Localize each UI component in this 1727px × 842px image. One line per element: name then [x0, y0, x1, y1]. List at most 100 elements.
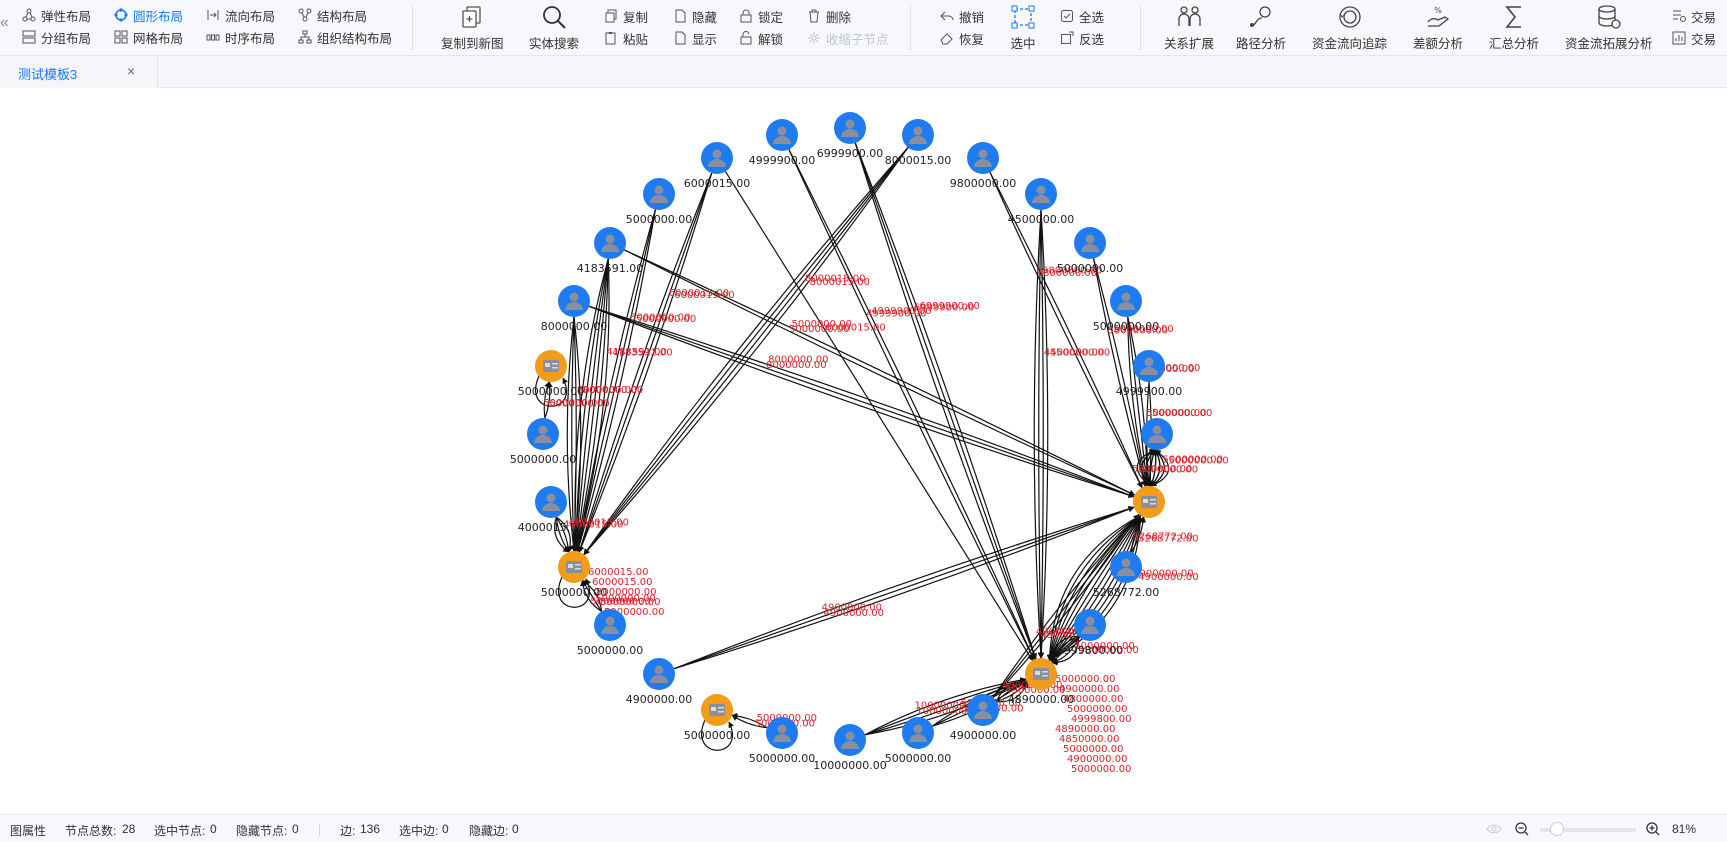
transaction-edge[interactable] — [575, 209, 656, 552]
transaction-edge[interactable] — [1038, 209, 1045, 659]
transaction-edge[interactable] — [624, 249, 1136, 496]
select-all-button[interactable]: 全选 — [1060, 7, 1104, 25]
person-node[interactable]: 4900000.00 — [950, 694, 1016, 742]
transaction-edge[interactable] — [854, 142, 1037, 660]
person-node[interactable]: 6999900.00 — [817, 112, 883, 160]
transaction-edge[interactable] — [554, 516, 570, 553]
undo-button[interactable]: 撤销 — [940, 7, 984, 25]
account-node[interactable] — [1133, 486, 1165, 518]
transaction-edge[interactable] — [571, 316, 578, 552]
flow-layout-button[interactable]: 流向布局 — [206, 6, 275, 24]
person-node[interactable]: 6000015.00 — [684, 142, 750, 190]
hide-button[interactable]: 隐藏 — [673, 7, 717, 25]
circle-layout-button[interactable]: 圆形布局 — [114, 6, 183, 24]
transaction-edge[interactable] — [788, 149, 1035, 661]
transaction-edge[interactable] — [1038, 209, 1049, 659]
transaction-edge[interactable] — [575, 209, 656, 552]
transaction-edge[interactable] — [854, 142, 1037, 660]
transaction-edge[interactable] — [989, 172, 1143, 489]
timeline-layout-button[interactable]: 时序布局 — [206, 28, 275, 46]
person-node[interactable]: 5000000.00 — [1057, 227, 1123, 275]
transaction-edge[interactable] — [1150, 449, 1170, 487]
transaction-edge[interactable] — [1093, 258, 1147, 487]
transaction-edge[interactable] — [864, 677, 1027, 736]
person-node[interactable]: 4999800.00 — [1057, 609, 1123, 657]
close-icon[interactable]: × — [127, 63, 136, 79]
grid-layout-button[interactable]: 网格布局 — [114, 28, 183, 46]
fund-flow-trace-button[interactable]: 资金流向追踪 — [1312, 4, 1387, 52]
transaction-edge[interactable] — [724, 171, 1034, 661]
transaction-edge[interactable] — [572, 258, 609, 552]
transaction-edge[interactable] — [583, 147, 909, 555]
delete-button[interactable]: 删除 — [807, 7, 851, 25]
transaction-edge[interactable] — [1127, 316, 1149, 487]
account-node[interactable]: 4890000.00 — [1008, 658, 1074, 706]
org-layout-button[interactable]: 组织结构布局 — [298, 28, 392, 46]
transaction-edge[interactable] — [544, 381, 553, 419]
show-button[interactable]: 显示 — [673, 29, 717, 47]
person-node[interactable]: 4900000.00 — [626, 658, 692, 706]
transaction-edge[interactable] — [1037, 209, 1044, 659]
zoom-out-icon[interactable] — [1515, 822, 1529, 836]
transaction-edge[interactable] — [788, 149, 1035, 661]
relation-expand-button[interactable]: 关系扩展 — [1164, 4, 1214, 52]
zoom-in-icon[interactable] — [1646, 822, 1660, 836]
person-node[interactable]: 5000000.00 — [626, 178, 692, 226]
transaction-edge[interactable] — [989, 172, 1143, 489]
transaction-button-2[interactable]: 交易 — [1672, 29, 1716, 47]
transaction-edge[interactable] — [577, 172, 713, 553]
redo-button[interactable]: 恢复 — [940, 29, 984, 47]
transaction-edge[interactable] — [576, 209, 656, 552]
transaction-edge[interactable] — [578, 172, 713, 553]
self-loop-edge[interactable] — [535, 375, 569, 407]
transaction-edge[interactable] — [1046, 515, 1141, 661]
copy-button[interactable]: 复制 — [604, 7, 648, 25]
transaction-edge[interactable] — [1049, 515, 1142, 661]
transaction-edge[interactable] — [570, 316, 577, 552]
transaction-edge[interactable] — [1049, 515, 1142, 661]
self-loop-edge[interactable] — [701, 719, 735, 751]
graph-properties-link[interactable]: 图属性 — [10, 824, 47, 838]
transaction-edge[interactable] — [864, 678, 1027, 736]
person-node[interactable]: 10000000.00 — [813, 724, 887, 772]
group-layout-button[interactable]: 分组布局 — [22, 28, 91, 46]
person-node[interactable]: 8000000.00 — [541, 285, 607, 333]
force-layout-button[interactable]: 弹性布局 — [22, 6, 91, 24]
person-node[interactable]: 5000000.00 — [1093, 285, 1159, 333]
difference-analysis-button[interactable]: % 差额分析 — [1413, 4, 1463, 52]
transaction-edge[interactable] — [573, 258, 609, 552]
person-node[interactable]: 5000000.00 — [749, 717, 815, 765]
unlock-button[interactable]: 解锁 — [739, 29, 783, 47]
person-node[interactable]: 9800000.00 — [950, 142, 1016, 190]
account-node[interactable]: 5000000.00 — [518, 350, 584, 398]
transaction-edge[interactable] — [583, 147, 909, 555]
transaction-edge[interactable] — [1093, 258, 1148, 487]
transaction-edge[interactable] — [588, 305, 1135, 498]
person-node[interactable]: 4999900.00 — [749, 119, 815, 167]
transaction-edge[interactable] — [573, 258, 609, 552]
person-node[interactable]: 4183591.00 — [577, 227, 643, 275]
copy-to-new-graph-button[interactable]: 复制到新图 — [441, 4, 504, 52]
invert-selection-button[interactable]: 反选 — [1060, 29, 1104, 47]
transaction-edge[interactable] — [1048, 515, 1141, 661]
transaction-edge[interactable] — [583, 147, 909, 555]
entity-search-button[interactable]: 实体搜索 — [529, 4, 579, 52]
transaction-edge[interactable] — [1048, 515, 1142, 661]
transaction-edge[interactable] — [1130, 516, 1147, 553]
transaction-edge[interactable] — [864, 678, 1027, 736]
transaction-edge[interactable] — [624, 249, 1136, 496]
transaction-edge[interactable] — [1048, 515, 1142, 661]
transaction-edge[interactable] — [588, 305, 1135, 498]
tab-test-template-3[interactable]: 测试模板3 × — [0, 56, 158, 88]
transaction-edge[interactable] — [992, 514, 1140, 698]
transaction-edge[interactable] — [583, 147, 909, 555]
transaction-edge[interactable] — [864, 677, 1027, 736]
account-node[interactable]: 5000000.00 — [541, 551, 607, 599]
transaction-edge[interactable] — [573, 258, 609, 552]
transaction-edge[interactable] — [588, 305, 1135, 498]
zoom-slider-handle[interactable] — [1550, 822, 1564, 836]
transaction-edge[interactable] — [1047, 515, 1141, 661]
transaction-edge[interactable] — [566, 316, 577, 552]
paste-button[interactable]: 粘贴 — [604, 29, 648, 47]
transaction-edge[interactable] — [673, 506, 1135, 670]
